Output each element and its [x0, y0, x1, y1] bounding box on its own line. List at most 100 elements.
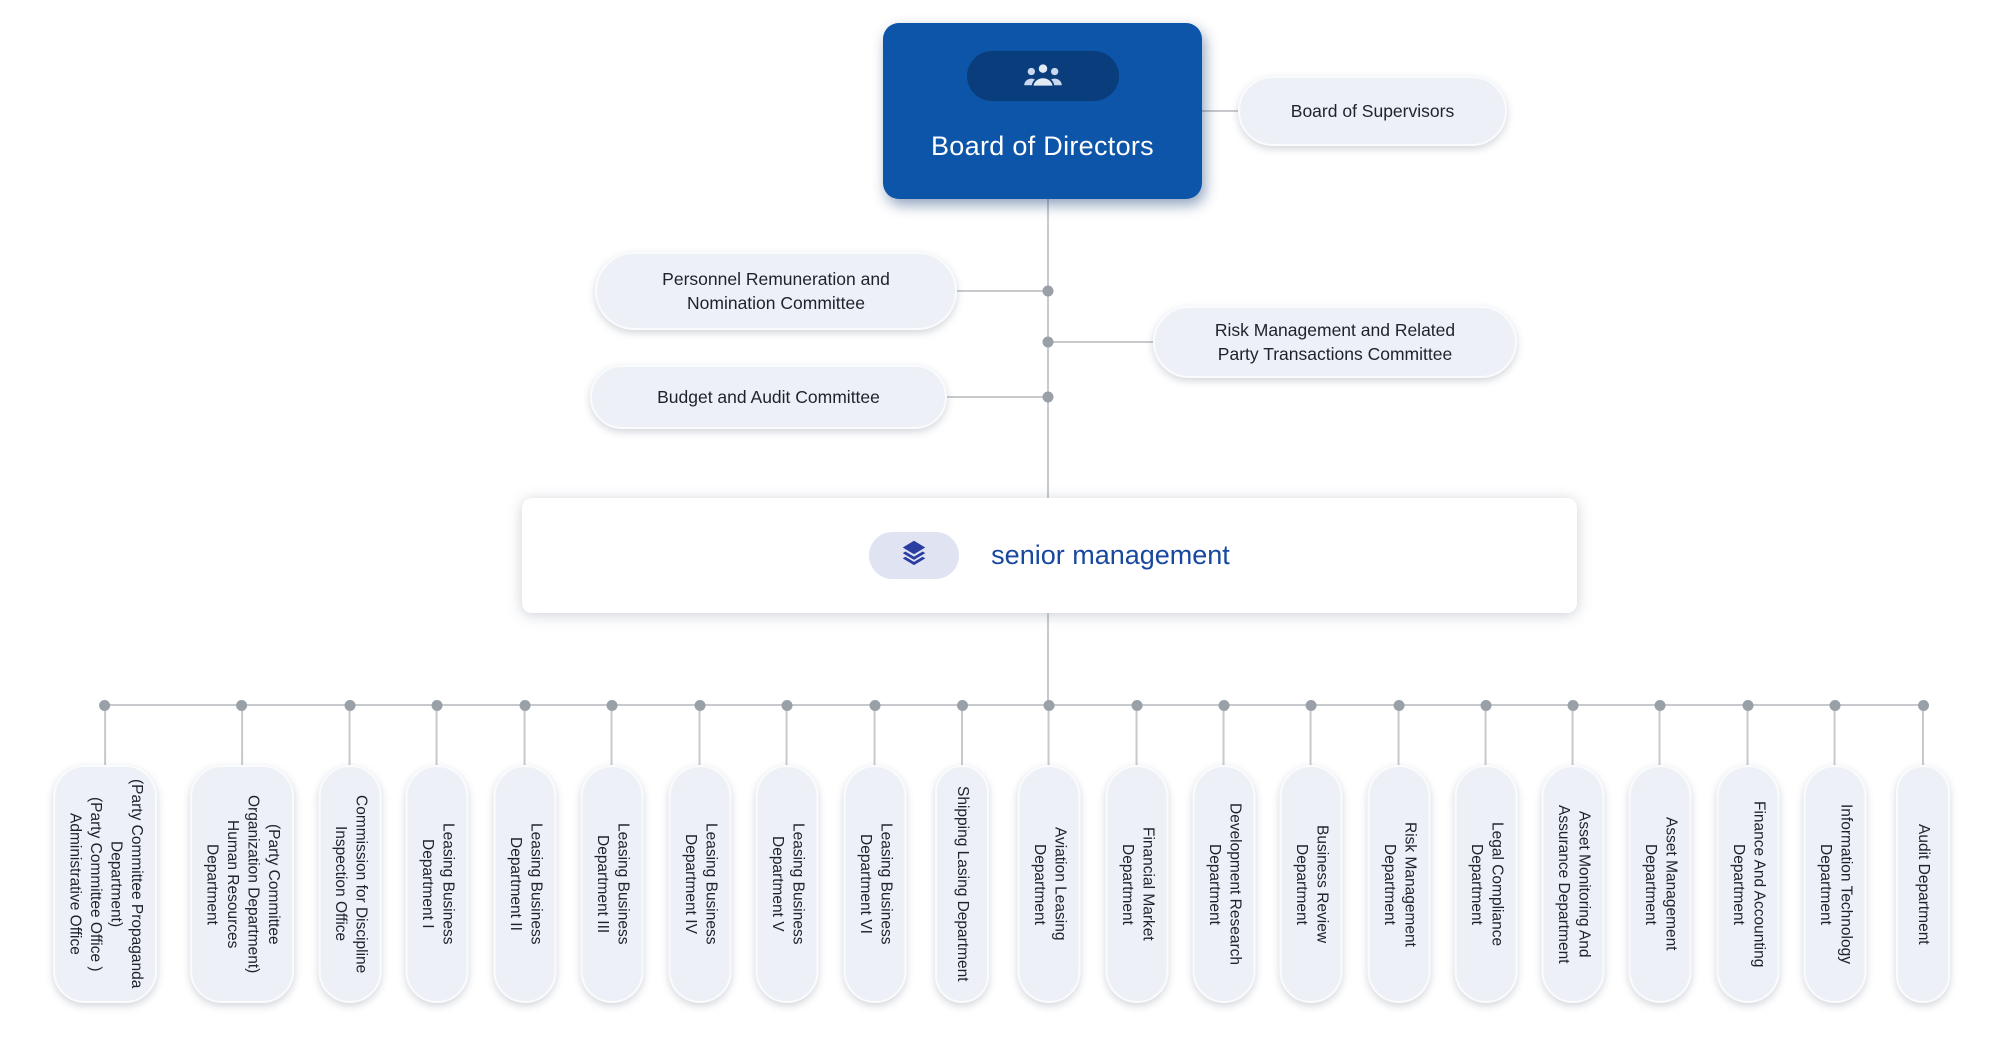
department-label-line: Aviation Leasing: [1051, 827, 1069, 941]
department-stub-line: [1747, 710, 1749, 765]
connector-dot: [606, 699, 618, 711]
connector-dot: [519, 699, 531, 711]
connector-dot: [1218, 699, 1230, 711]
connector-dot: [236, 699, 248, 711]
department-node[interactable]: Shipping Lasing Department: [935, 765, 989, 1003]
department-column: Audit Department: [1896, 699, 1950, 1003]
department-stub-line: [1223, 710, 1225, 765]
connector-dot: [1829, 699, 1841, 711]
department-node[interactable]: Audit Department: [1896, 765, 1950, 1003]
department-label-line: Development Research: [1226, 803, 1244, 965]
board-title: Board of Directors: [931, 131, 1154, 161]
department-label-line: Legal Compliance: [1488, 821, 1506, 947]
connector-dot: [1042, 285, 1054, 297]
department-stub-line: [1310, 710, 1312, 765]
connector-risk-committee: [1049, 341, 1153, 343]
departments-horizontal-line: [105, 704, 1923, 706]
connector-dot: [869, 699, 881, 711]
board-of-directors-node[interactable]: Board of Directors: [883, 23, 1202, 199]
department-label-line: Administrative Office: [66, 813, 84, 955]
board-icon-pill: [966, 51, 1119, 101]
department-label-line: (Party Committee: [264, 823, 282, 945]
senior-management-node[interactable]: senior management: [522, 498, 1577, 613]
department-stub-line: [1572, 710, 1574, 765]
department-label-line: Financial Market: [1139, 827, 1157, 941]
connector-dot: [99, 699, 111, 711]
connector-dot: [1042, 336, 1054, 348]
department-label-line: Department II: [507, 837, 524, 931]
department-label-line: Inspection Office: [332, 826, 349, 942]
department-label-line: Department I: [419, 839, 436, 929]
department-stub-line: [104, 710, 106, 765]
connector-dot: [956, 699, 968, 711]
department-label-line: Human Resources: [224, 819, 241, 949]
department-label: Audit Department: [1913, 824, 1933, 945]
department-label-line: Department): [107, 840, 125, 928]
department-stub-line: [1485, 710, 1487, 765]
department-label-line: Asset Management: [1662, 817, 1680, 951]
supervisors-label: Board of Supervisors: [1290, 100, 1455, 121]
department-label-line: Leasing Business: [614, 823, 632, 945]
department-label-line: (Party Committee Office ): [87, 796, 104, 972]
department-stub-line: [1659, 710, 1661, 765]
connector-dot: [1305, 699, 1317, 711]
department-stub-line: [1048, 710, 1050, 765]
connector-dot: [344, 699, 356, 711]
department-label-line: Leasing Business: [527, 823, 545, 945]
committee-budget-node[interactable]: Budget and Audit Committee: [590, 365, 947, 429]
department-label-line: Department VI: [857, 834, 874, 934]
connector-dot: [1567, 699, 1579, 711]
department-label-line: Department III: [594, 834, 611, 934]
department-stub-line: [436, 710, 438, 765]
connector-supervisors: [1202, 110, 1238, 112]
connector-dot: [781, 699, 793, 711]
department-label-line: Leasing Business: [789, 823, 807, 945]
board-of-supervisors-node[interactable]: Board of Supervisors: [1238, 76, 1507, 146]
department-label-line: Audit Department: [1915, 823, 1933, 945]
connector-budget-committee: [947, 396, 1050, 398]
department-label-line: Commission for Discipline: [352, 794, 370, 974]
department-label-line: Asset Monitoring And: [1575, 810, 1593, 958]
department-label-line: Finance And Accounting: [1750, 800, 1768, 968]
committee-label-line: Nomination Committee: [687, 293, 865, 313]
department-label-line: Department: [1381, 843, 1398, 925]
trunk-line-lower: [1047, 613, 1049, 705]
department-label-line: Department IV: [682, 834, 699, 934]
department-label-line: Department: [1730, 843, 1747, 925]
